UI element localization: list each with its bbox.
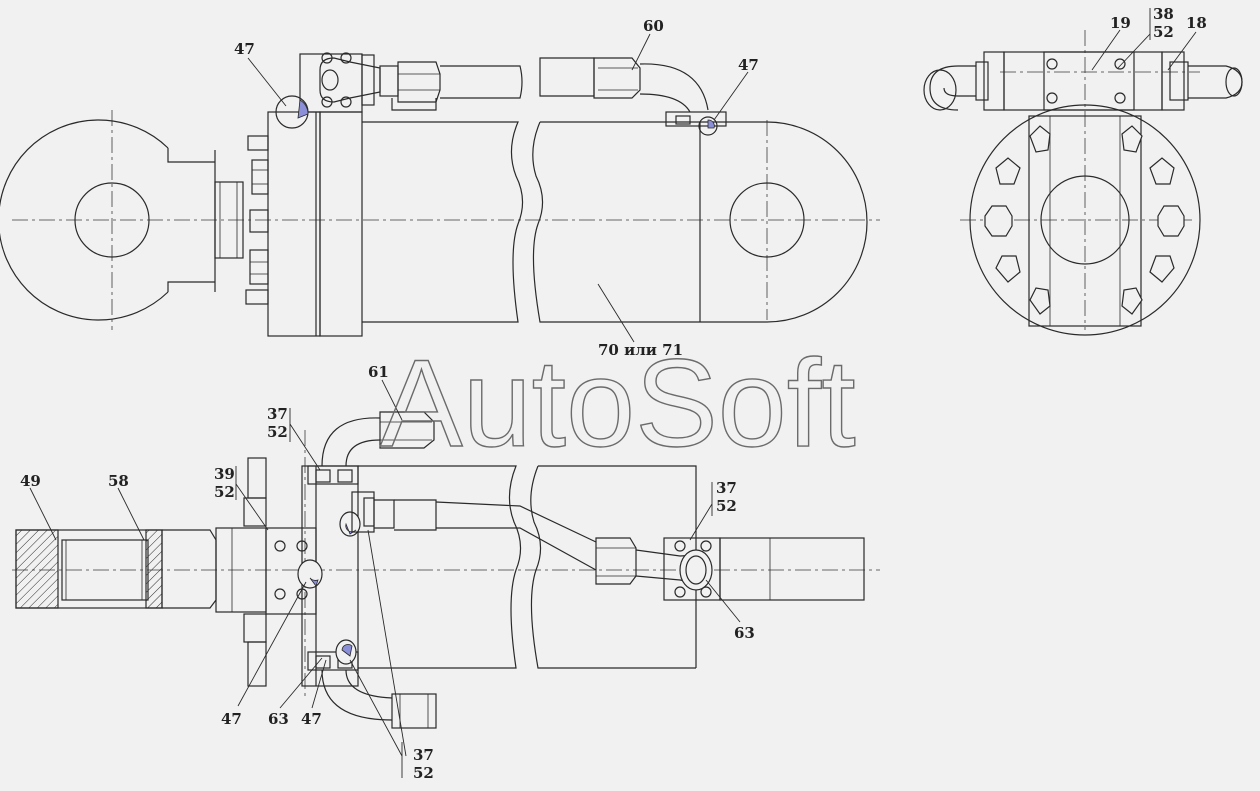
bottom-view — [12, 411, 880, 729]
watermark: AutoSoft — [380, 335, 856, 473]
callouts: 47 60 47 70 или 71 19 38 52 18 61 37 52 … — [20, 5, 1207, 782]
callout-52-top: 52 — [267, 423, 288, 441]
callout-39: 39 — [214, 465, 235, 483]
callout-61: 61 — [368, 363, 389, 381]
callout-47-top-left: 47 — [234, 40, 255, 58]
callout-47-bottom-left: 47 — [221, 710, 242, 728]
top-view — [0, 52, 880, 337]
callout-37-right: 37 — [716, 479, 737, 497]
callout-63-bottom: 63 — [268, 710, 289, 728]
callout-52-end: 52 — [1153, 23, 1174, 41]
leader-lines — [29, 8, 1197, 778]
callout-19: 19 — [1110, 14, 1131, 32]
callout-60: 60 — [643, 17, 664, 35]
callout-47-top-right: 47 — [738, 56, 759, 74]
callout-49: 49 — [20, 472, 41, 490]
end-view — [923, 30, 1243, 336]
callout-38: 38 — [1153, 5, 1174, 23]
callout-47-bottom: 47 — [301, 710, 322, 728]
callout-18: 18 — [1186, 14, 1207, 32]
callout-58: 58 — [108, 472, 129, 490]
callout-37-bottom: 37 — [413, 746, 434, 764]
callout-37-top: 37 — [267, 405, 288, 423]
callout-52-right: 52 — [716, 497, 737, 515]
callout-52-bottom: 52 — [413, 764, 434, 782]
callout-52-left: 52 — [214, 483, 235, 501]
callout-70-or-71: 70 или 71 — [598, 341, 683, 359]
callout-63-right: 63 — [734, 624, 755, 642]
